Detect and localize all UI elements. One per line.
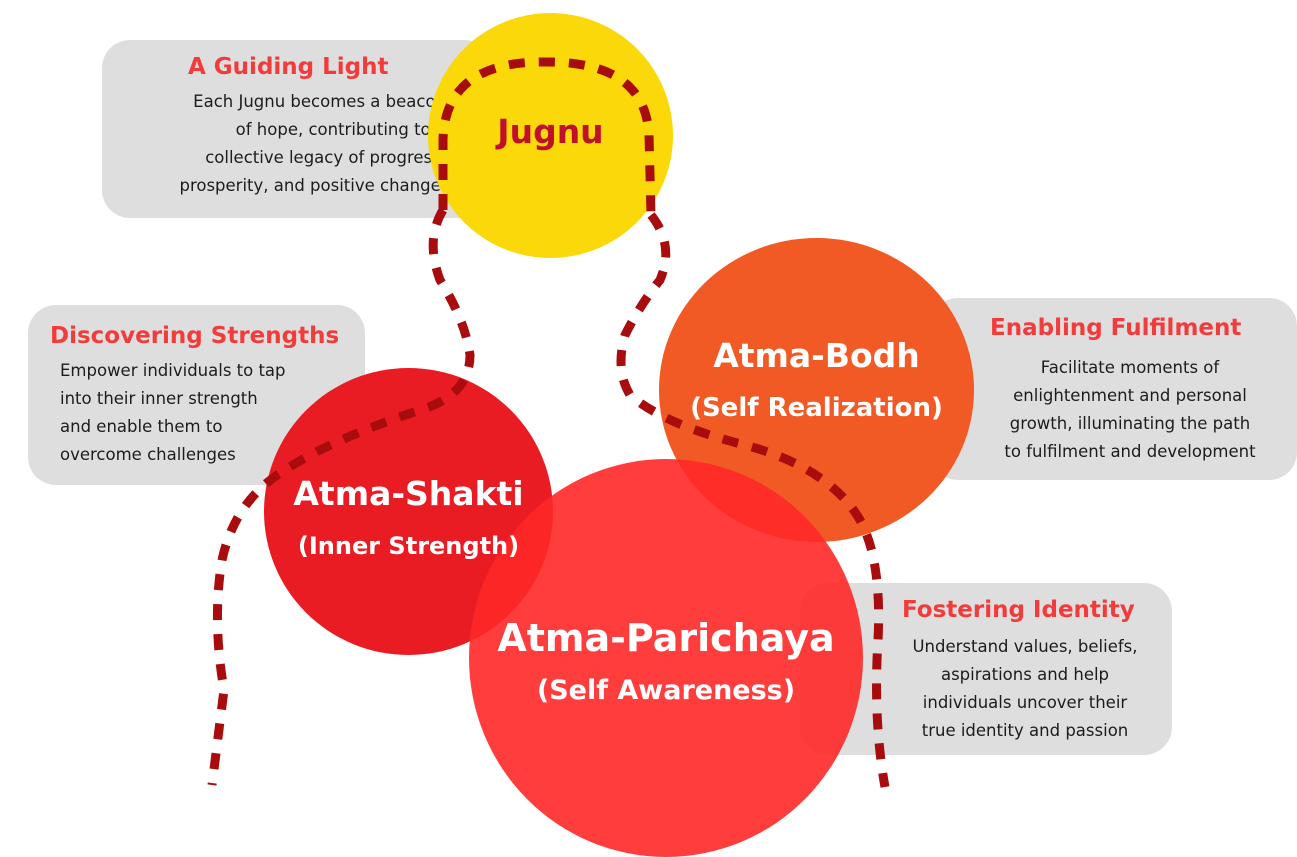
- card-title-guiding-light: A Guiding Light: [188, 54, 389, 80]
- card-enabling-fulfilment: Enabling Fulfilment Facilitate moments o…: [930, 298, 1297, 480]
- card-title-fostering-identity: Fostering Identity: [902, 597, 1135, 623]
- card-text-guiding-light: Each Jugnu becomes a beacon of hope, con…: [179, 92, 446, 195]
- card-guiding-light: A Guiding Light Each Jugnu becomes a bea…: [102, 40, 492, 218]
- dotted-path-right: [616, 212, 890, 788]
- card-text-enabling-fulfilment: Facilitate moments of enlightenment and …: [1004, 358, 1256, 461]
- card-fostering-identity: Fostering Identity Understand values, be…: [800, 583, 1172, 755]
- circle-jugnu: [428, 13, 673, 258]
- circle-title-jugnu: Jugnu: [497, 112, 604, 151]
- dotted-path-jugnu-arc: [438, 57, 656, 216]
- circle-subtitle-atma-shakti: (Inner Strength): [297, 532, 520, 560]
- card-text-discovering-strengths: Empower individuals to tap into their in…: [60, 361, 286, 464]
- circle-atma-parichaya: [469, 459, 863, 857]
- card-title-discovering-strengths: Discovering Strengths: [50, 323, 340, 349]
- circle-subtitle-atma-bodh: (Self Realization): [690, 393, 943, 423]
- circle-title-atma-shakti: Atma-Shakti: [293, 474, 524, 513]
- circle-subtitle-atma-parichaya: (Self Awareness): [536, 675, 796, 706]
- circle-title-atma-parichaya: Atma-Parichaya: [497, 616, 835, 660]
- card-text-fostering-identity: Understand values, beliefs, aspirations …: [912, 637, 1138, 740]
- dotted-path-left: [207, 207, 475, 786]
- card-title-enabling-fulfilment: Enabling Fulfilment: [990, 315, 1242, 341]
- circle-title-atma-bodh: Atma-Bodh: [713, 336, 920, 375]
